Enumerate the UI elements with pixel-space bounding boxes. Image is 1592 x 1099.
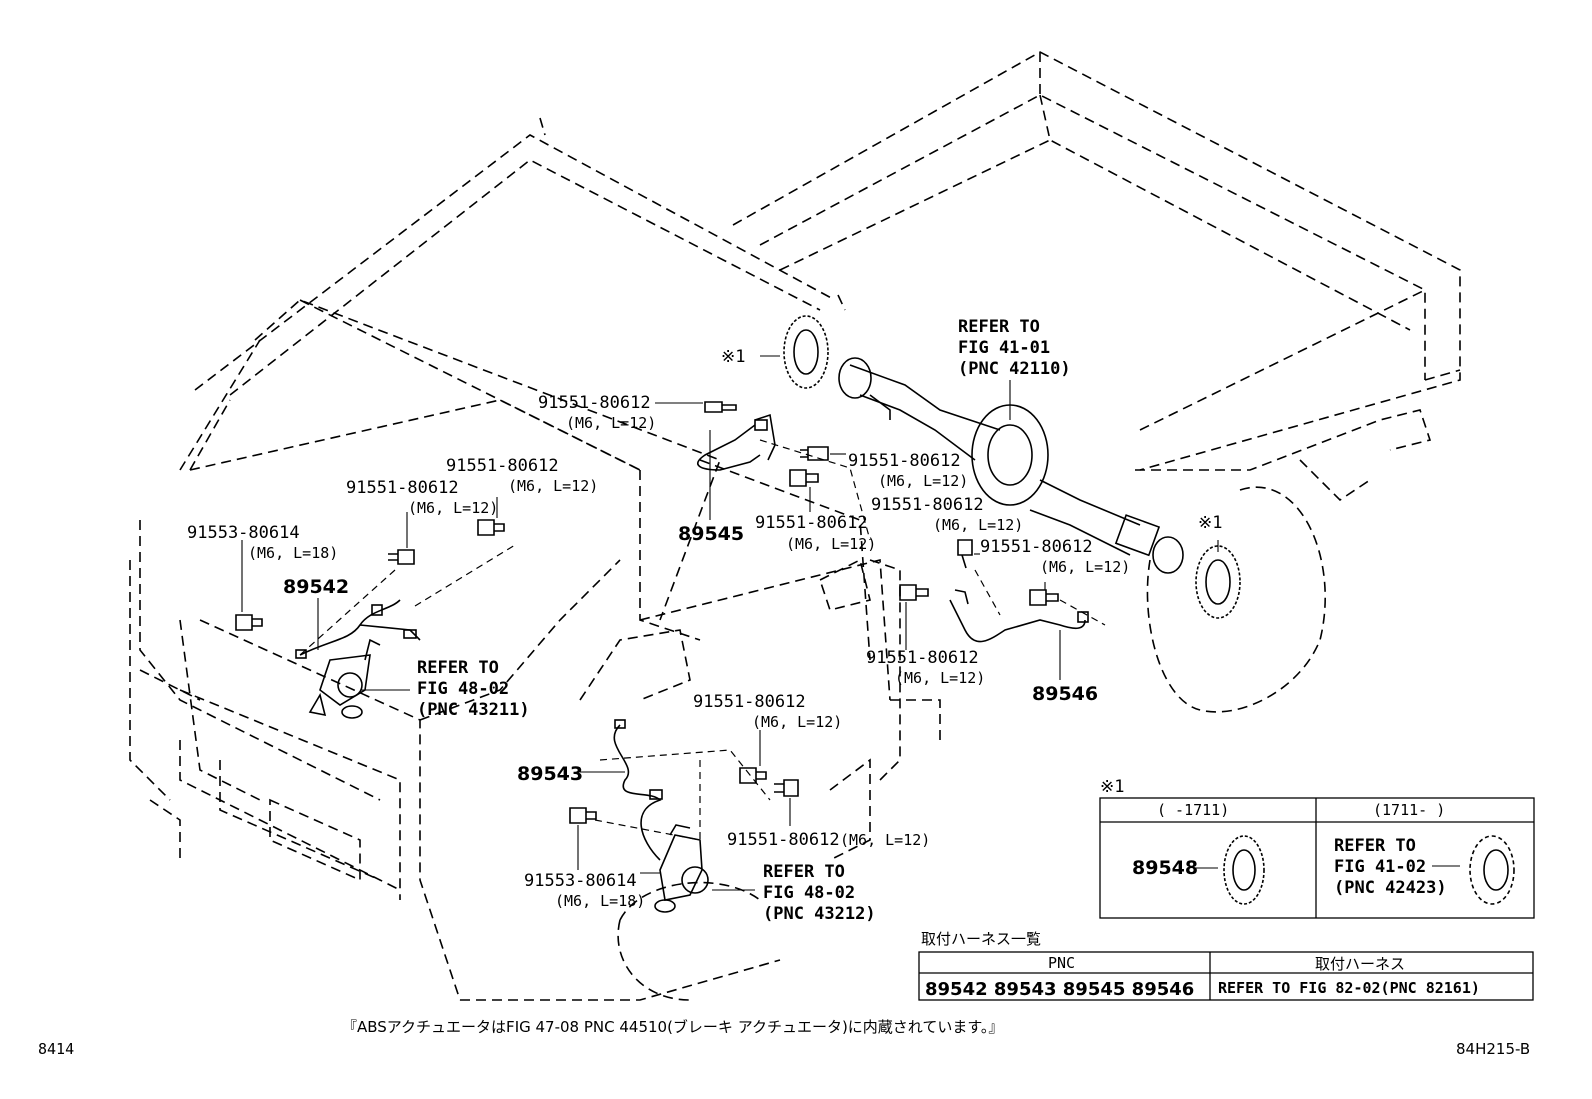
bolt-e-pn: 91551-80612 (980, 537, 1093, 557)
sensor-rotor-front (783, 315, 829, 389)
bolt-m-pn: 91553-80614 (524, 871, 637, 891)
bolt-i-pn: 91551-80612 (693, 692, 806, 712)
knuckle-front-right (654, 824, 709, 913)
bolt-l-spec: (M6, L=18) (248, 544, 338, 562)
bolt-h-spec: (M6, L=12) (408, 499, 498, 517)
rotor-rear-mark: ※1 (1198, 513, 1222, 533)
harness-table-pncs: 89542 89543 89545 89546 (925, 979, 1194, 1000)
ref-front-left-line1: REFER TO (417, 658, 499, 678)
bolt-l-pn: 91553-80614 (187, 523, 300, 543)
legend-col1-head: ( -1711) (1157, 801, 1229, 819)
bolt-m-spec: (M6, L=18) (555, 892, 645, 910)
vehicle-outline (129, 51, 1461, 1001)
rotor-legend: ※1 ( -1711) (1711- ) 89548 REFER TO FIG … (1099, 777, 1535, 919)
bolt-b-spec: (M6, L=12) (878, 472, 968, 490)
bolt-d-pn: 91551-80612 (871, 495, 984, 515)
bolt-c-spec: (M6, L=12) (786, 535, 876, 553)
sensor-89545-label: 89545 (678, 523, 744, 545)
bolt-d-spec: (M6, L=12) (933, 516, 1023, 534)
legend-part-no: 89548 (1132, 857, 1198, 879)
harness-table-ref: REFER TO FIG 82-02(PNC 82161) (1218, 979, 1480, 997)
harness-table: 取付ハーネス一覧 PNC 取付ハーネス 89542 89543 89545 89… (918, 930, 1534, 1001)
bolt-c-pn: 91551-80612 (755, 513, 868, 533)
sensor-harness-89543 (613, 719, 663, 861)
ref-rear-axle-line1: REFER TO (958, 317, 1040, 337)
ref-front-left-line3: (PNC 43211) (417, 700, 530, 720)
sensor-harness-89542 (295, 599, 421, 659)
harness-table-head-pnc: PNC (1048, 954, 1075, 972)
legend-col2-head: (1711- ) (1373, 801, 1445, 819)
sensor-harness-89546 (949, 589, 1089, 643)
bolt-f-spec: (M6, L=12) (895, 669, 985, 687)
harness-table-title: 取付ハーネス一覧 (921, 930, 1041, 948)
legend-rotor-icon (1223, 835, 1265, 905)
legend-ref-line1: REFER TO (1334, 836, 1416, 856)
sensor-rotor-rear (1195, 545, 1241, 619)
leader-lines (241, 355, 1219, 891)
bolt-i-spec: (M6, L=12) (752, 713, 842, 731)
ref-front-right-line1: REFER TO (763, 862, 845, 882)
sensor-89542-label: 89542 (283, 576, 349, 598)
bolt-g-spec: (M6, L=12) (508, 477, 598, 495)
knuckle-front-left (308, 638, 381, 719)
bolt-f-pn: 91551-80612 (866, 648, 979, 668)
sensor-harness-89545 (697, 413, 776, 471)
footer-right-code: 84H215-B (1456, 1040, 1530, 1058)
bolt-h-pn: 91551-80612 (346, 478, 459, 498)
bolt-j-spec: (M6, L=12) (840, 831, 930, 849)
ref-front-left-line2: FIG 48-02 (417, 679, 509, 699)
bolts (235, 401, 1059, 824)
bolt-a-pn: 91551-80612 (538, 393, 651, 413)
footer-left-code: 8414 (38, 1040, 74, 1058)
bolt-e-spec: (M6, L=12) (1040, 558, 1130, 576)
sensor-89546-label: 89546 (1032, 683, 1098, 705)
sensor-89543-label: 89543 (517, 763, 583, 785)
legend-ref-line3: (PNC 42423) (1334, 878, 1447, 898)
legend-gear-icon (1469, 835, 1515, 905)
ref-rear-axle-line3: (PNC 42110) (958, 359, 1071, 379)
rear-axle-housing (838, 357, 1184, 574)
legend-ref-line2: FIG 41-02 (1334, 857, 1426, 877)
bolt-g-pn: 91551-80612 (446, 456, 559, 476)
bolt-b-pn: 91551-80612 (848, 451, 961, 471)
bolt-j-pn: 91551-80612 (727, 830, 840, 850)
harness-table-head-harness: 取付ハーネス (1315, 955, 1405, 973)
legend-mark: ※1 (1100, 777, 1124, 797)
rotor-front-mark: ※1 (721, 347, 745, 367)
ref-front-right-line2: FIG 48-02 (763, 883, 855, 903)
bolt-a-spec: (M6, L=12) (566, 414, 656, 432)
ref-front-right-line3: (PNC 43212) (763, 904, 876, 924)
ref-rear-axle-line2: FIG 41-01 (958, 338, 1050, 358)
install-guides (299, 439, 1106, 841)
footer-note: 『ABSアクチュエータはFIG 47-08 PNC 44510(ブレーキ アクチ… (342, 1018, 1003, 1036)
